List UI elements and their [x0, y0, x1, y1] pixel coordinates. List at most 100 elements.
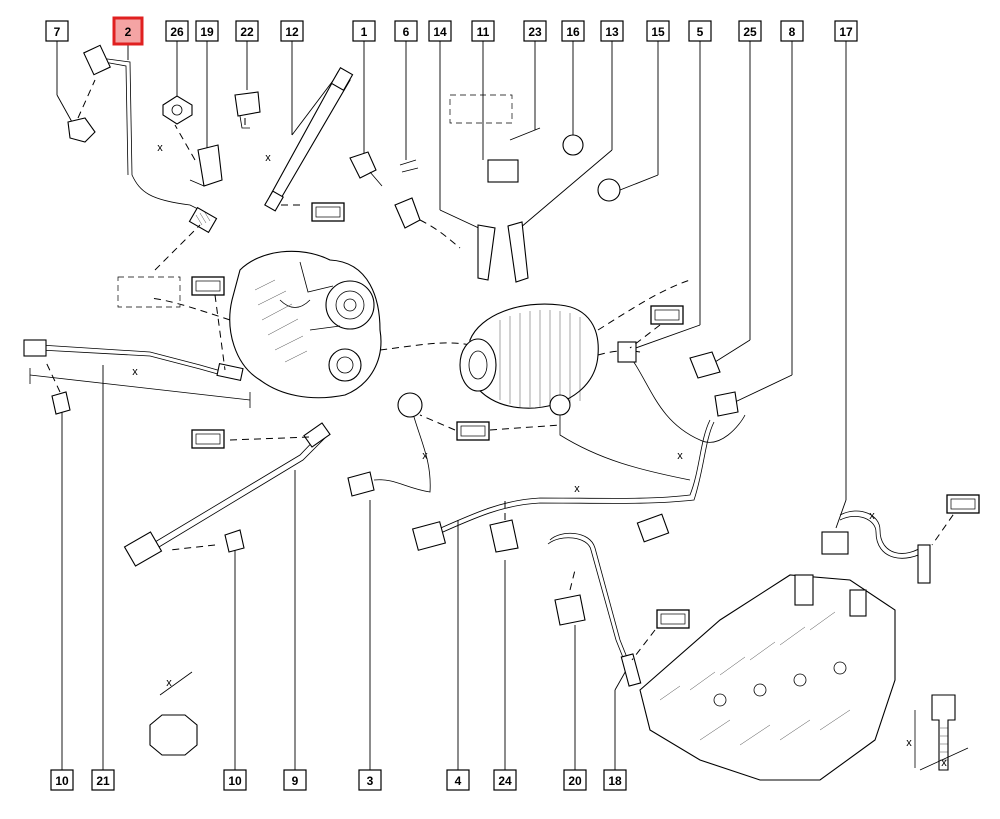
callout-26[interactable]: 26	[165, 20, 189, 42]
callout-box	[428, 20, 452, 42]
engine-assembly-drawing	[149, 250, 471, 399]
callout-number: 4	[455, 774, 462, 788]
dimension-x-label: x	[941, 757, 947, 769]
reference-box	[311, 202, 345, 222]
callout-number: 10	[228, 774, 242, 788]
reference-box	[946, 494, 980, 514]
callout-box	[235, 20, 259, 42]
callout-box	[223, 769, 247, 791]
leader-lines	[56, 40, 847, 770]
dimension-x-label: x	[906, 737, 912, 749]
callout-box	[50, 769, 74, 791]
callout-number: 24	[498, 774, 512, 788]
dimension-x-label: x	[166, 677, 172, 689]
callout-box	[446, 769, 470, 791]
callout-box	[91, 769, 115, 791]
callout-number: 25	[743, 25, 757, 39]
callout-number: 17	[839, 25, 853, 39]
callout-24-bottom[interactable]: 24	[493, 769, 517, 791]
callout-21-bottom[interactable]: 21	[91, 769, 115, 791]
reference-box	[656, 609, 690, 629]
callout-box	[280, 20, 304, 42]
callout-16[interactable]: 16	[561, 20, 585, 42]
callout-18-bottom[interactable]: 18	[603, 769, 627, 791]
dimension-labels: x x x x x x x x x x	[132, 142, 947, 769]
callout-box	[646, 20, 670, 42]
reference-box	[191, 429, 225, 449]
callout-number: 10	[55, 774, 69, 788]
callout-17[interactable]: 17	[834, 20, 858, 42]
callout-7[interactable]: 7	[45, 20, 69, 42]
callout-box	[165, 20, 189, 42]
callout-number: 20	[568, 774, 582, 788]
callout-box	[603, 769, 627, 791]
callout-13[interactable]: 13	[600, 20, 624, 42]
callout-15[interactable]: 15	[646, 20, 670, 42]
dimension-x-label: x	[677, 450, 683, 462]
callout-number: 6	[403, 25, 410, 39]
callout-12[interactable]: 12	[280, 20, 304, 42]
callout-3-bottom[interactable]: 3	[358, 769, 382, 791]
reference-boxes	[117, 202, 980, 629]
callout-2[interactable]: 2	[112, 16, 144, 46]
dimension-x-label: x	[265, 152, 271, 164]
callout-number: 2	[125, 25, 132, 39]
callout-number: 5	[697, 25, 704, 39]
dimension-x-label: x	[157, 142, 163, 154]
callout-number: 19	[200, 25, 214, 39]
callout-11[interactable]: 11	[471, 20, 495, 42]
callout-20-bottom[interactable]: 20	[563, 769, 587, 791]
callout-10-bottom[interactable]: 10	[223, 769, 247, 791]
callout-box	[834, 20, 858, 42]
callout-23[interactable]: 23	[523, 20, 547, 42]
callout-5[interactable]: 5	[688, 20, 712, 42]
callout-box	[688, 20, 712, 42]
callout-number: 18	[608, 774, 622, 788]
callout-number: 8	[789, 25, 796, 39]
callout-number: 3	[367, 774, 374, 788]
callout-number: 23	[528, 25, 542, 39]
callout-6[interactable]: 6	[394, 20, 418, 42]
callout-number: 12	[285, 25, 299, 39]
callout-19[interactable]: 19	[195, 20, 219, 42]
callout-1[interactable]: 1	[352, 20, 376, 42]
callout-number: 13	[605, 25, 619, 39]
placeholder-box	[117, 276, 181, 308]
callout-box	[493, 769, 517, 791]
callout-box	[283, 769, 307, 791]
callout-box	[352, 20, 376, 42]
callout-box	[45, 20, 69, 42]
reference-box	[191, 276, 225, 296]
dimension-x-label: x	[574, 483, 580, 495]
callout-14[interactable]: 14	[428, 20, 452, 42]
dimension-lines	[29, 368, 969, 771]
dimension-x-label: x	[422, 450, 428, 462]
callout-8[interactable]: 8	[780, 20, 804, 42]
callout-number: 26	[170, 25, 184, 39]
cylinder-head-drawing	[639, 574, 896, 781]
callout-box	[358, 769, 382, 791]
callout-25[interactable]: 25	[738, 20, 762, 42]
callouts-bottom-row: 10 21 10 9 3 4 24 20 18	[50, 769, 627, 791]
callout-number: 11	[477, 25, 490, 39]
reference-box	[650, 305, 684, 325]
callout-box	[600, 20, 624, 42]
callout-box	[738, 20, 762, 42]
callout-10-bottom[interactable]: 10	[50, 769, 74, 791]
callout-9-bottom[interactable]: 9	[283, 769, 307, 791]
callout-box	[195, 20, 219, 42]
callout-box	[112, 16, 144, 46]
callout-box	[523, 20, 547, 42]
pump-assembly-drawing	[459, 279, 691, 409]
dimension-x-label: x	[869, 510, 875, 522]
callout-4-bottom[interactable]: 4	[446, 769, 470, 791]
callout-number: 14	[433, 25, 447, 39]
dimension-x-label: x	[132, 366, 138, 378]
callout-number: 22	[240, 25, 254, 39]
callout-number: 15	[651, 25, 665, 39]
callout-22[interactable]: 22	[235, 20, 259, 42]
callout-box	[471, 20, 495, 42]
